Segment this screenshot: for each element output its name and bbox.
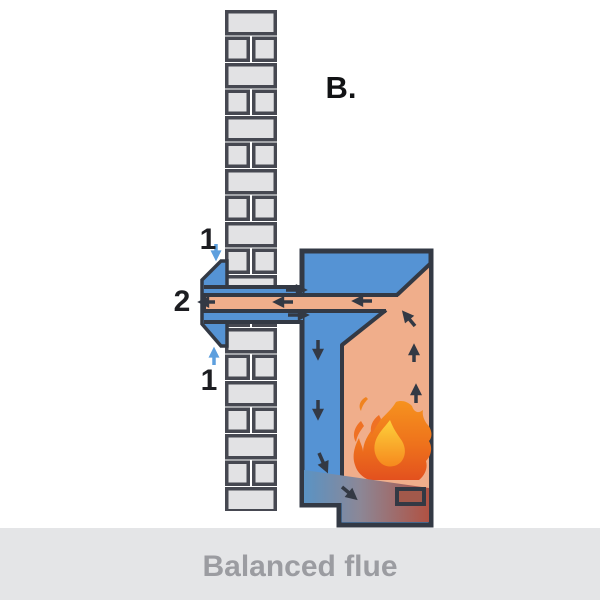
arrow-flue-gas-up-left — [401, 310, 417, 328]
fresh-air-arrows — [208, 244, 222, 365]
arrow-air-down-3 — [317, 452, 329, 474]
inner-flue-pipe — [203, 296, 398, 310]
burner-box — [395, 487, 426, 506]
callout-air-inlet-top: 1 — [200, 223, 217, 256]
flame-wisp-3 — [353, 421, 364, 442]
airflow-arrows — [197, 284, 422, 501]
flame — [353, 397, 432, 480]
caption-title: Balanced flue — [202, 550, 398, 583]
flame-wisp-1 — [359, 397, 368, 411]
flame-wisp-2 — [370, 415, 381, 435]
brick-wall — [225, 10, 277, 511]
firebox-edge-lower — [340, 308, 388, 478]
variant-label: B. — [326, 70, 357, 105]
callout-air-inlet-bottom: 1 — [201, 364, 218, 397]
callout-flue-terminal: 2 — [174, 285, 191, 318]
caption-bar: Balanced flue — [0, 528, 600, 600]
firebox-edge-upper — [395, 262, 432, 297]
arrow-air-to-burner — [340, 485, 358, 501]
flame-core — [374, 420, 405, 467]
hearth-gradient-zone — [304, 470, 429, 522]
